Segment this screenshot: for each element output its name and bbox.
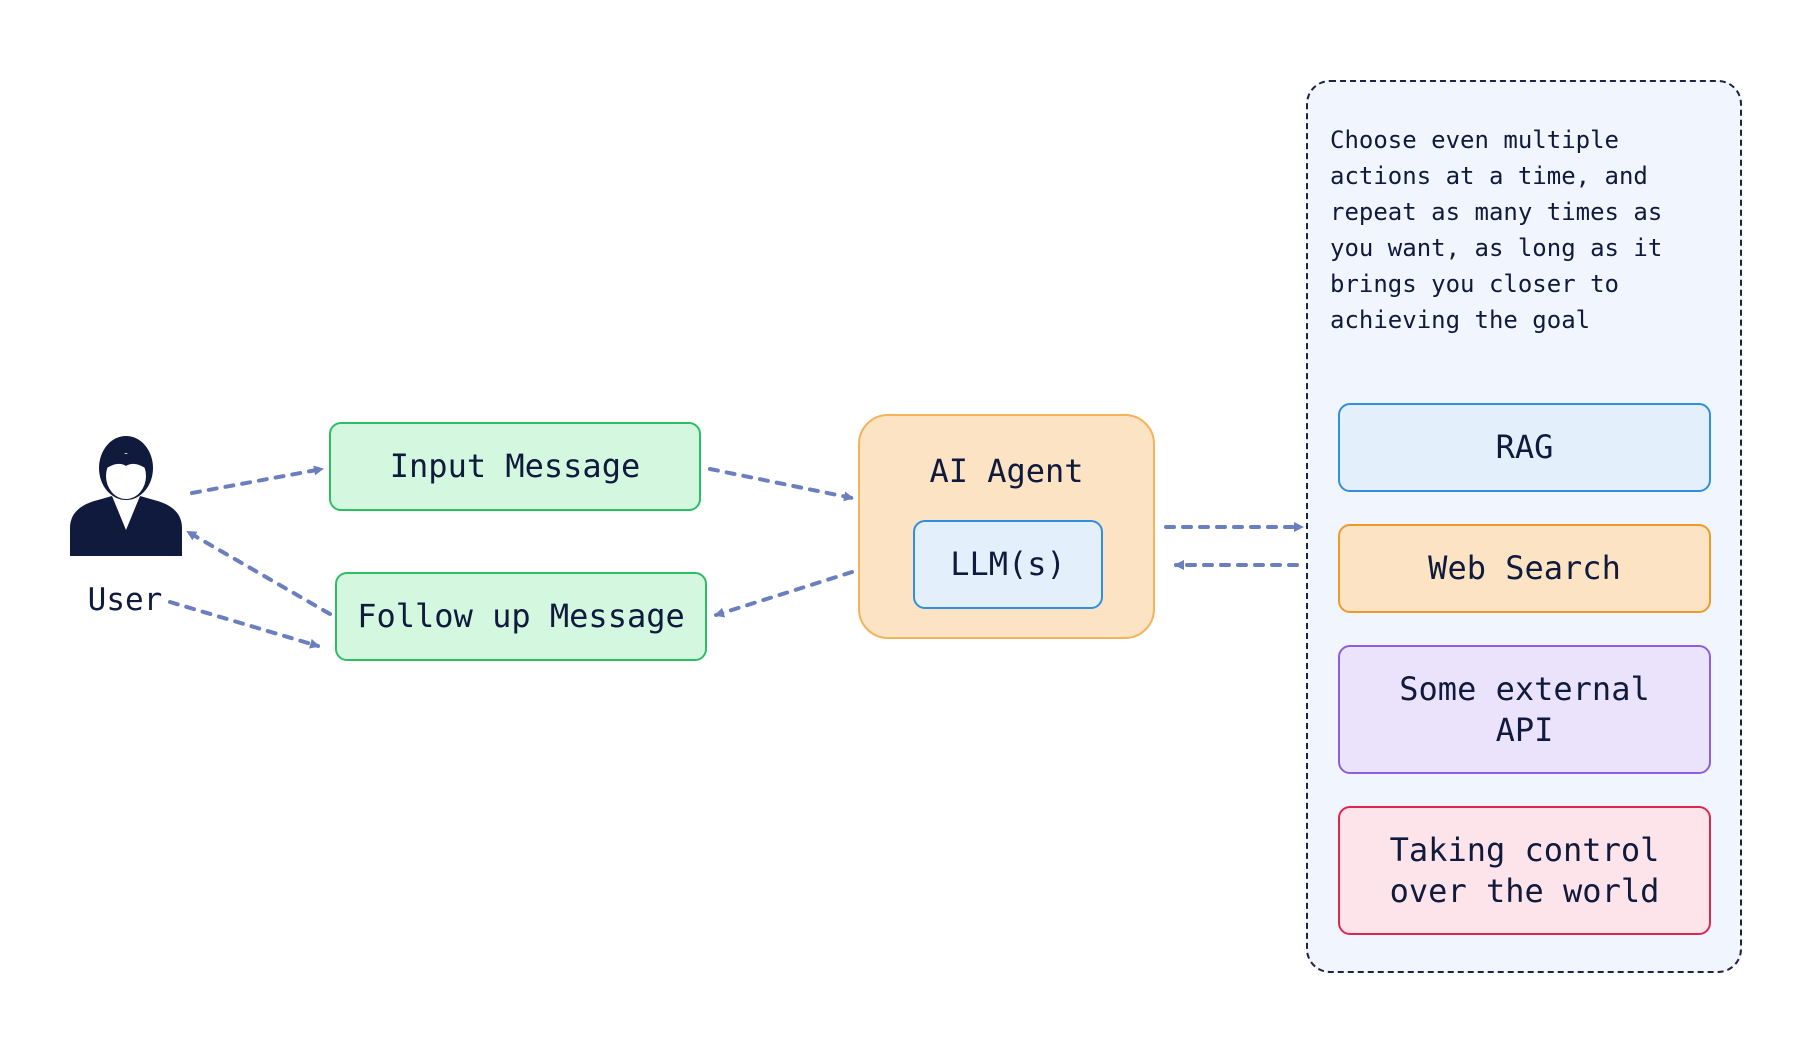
followup-message-box: Follow up Message bbox=[335, 572, 707, 661]
arrow-agent-to-followup bbox=[714, 570, 854, 618]
arrow-followup-to-user bbox=[186, 530, 332, 616]
action-take-over-world: Taking control over the world bbox=[1338, 806, 1711, 935]
ai-agent-box: AI Agent LLM(s) bbox=[858, 414, 1155, 639]
ai-agent-title: AI Agent bbox=[929, 452, 1084, 490]
user-figure bbox=[66, 432, 186, 556]
arrow-user-to-input bbox=[190, 465, 324, 495]
action-rag: RAG bbox=[1338, 403, 1711, 492]
user-icon bbox=[70, 436, 182, 556]
arrow-input-to-agent bbox=[708, 467, 854, 502]
action-external-api: Some external API bbox=[1338, 645, 1711, 774]
actions-panel-description: Choose even multiple actions at a time, … bbox=[1330, 126, 1663, 334]
llm-box: LLM(s) bbox=[913, 520, 1103, 609]
actions-panel: Choose even multiple actions at a time, … bbox=[1306, 80, 1742, 973]
input-message-box: Input Message bbox=[329, 422, 701, 511]
arrow-user-to-followup bbox=[168, 600, 320, 649]
user-label: User bbox=[87, 582, 163, 618]
action-web-search: Web Search bbox=[1338, 524, 1711, 613]
